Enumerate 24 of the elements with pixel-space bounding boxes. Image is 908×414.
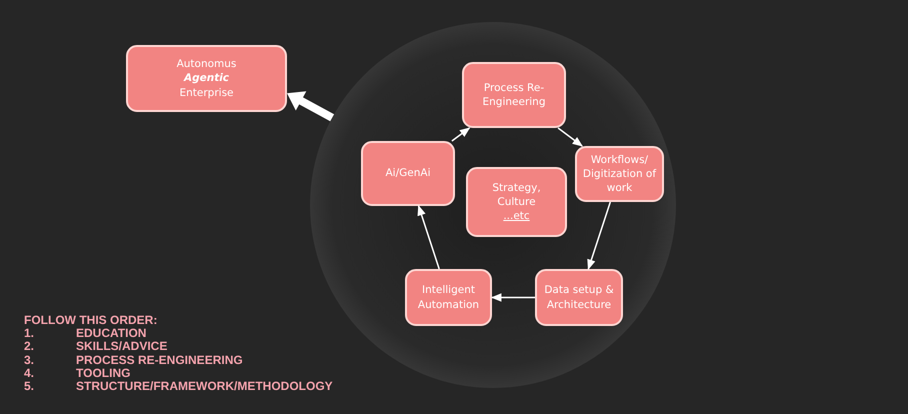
process-box: Process Re-Engineering [462,62,566,128]
arrow [418,205,440,270]
process-box: Ai/GenAi [361,141,455,206]
block-arrow [287,91,334,122]
list-number: 3. [24,354,36,367]
list-item: EDUCATION [76,327,148,340]
list-item: TOOLING [76,366,132,380]
list-number: 4. [24,366,36,380]
arrow [558,127,583,147]
arrow [587,202,612,270]
list-heading: FOLLOW THIS ORDER: [24,314,158,328]
process-box: Data setup & Architecture [535,269,623,326]
process-box: Autonomus Agentic Enterprise [126,45,287,112]
list-number: 2. [24,340,36,354]
arrow [451,127,470,142]
arrow [490,293,535,302]
list-item: PROCESS RE-ENGINEERING [76,354,244,367]
list-item: SKILLS/ADVICE [76,340,168,354]
list-item: STRUCTURE/FRAMEWORK/METHODOLOGY [76,380,333,394]
process-box: Strategy, Culture ...etc [466,167,567,237]
process-box: Intelligent Automation [405,269,492,326]
list-number: 1. [24,327,36,340]
list-number: 5. [24,380,36,394]
process-box: Workflows/ Digitization of work [575,146,664,202]
